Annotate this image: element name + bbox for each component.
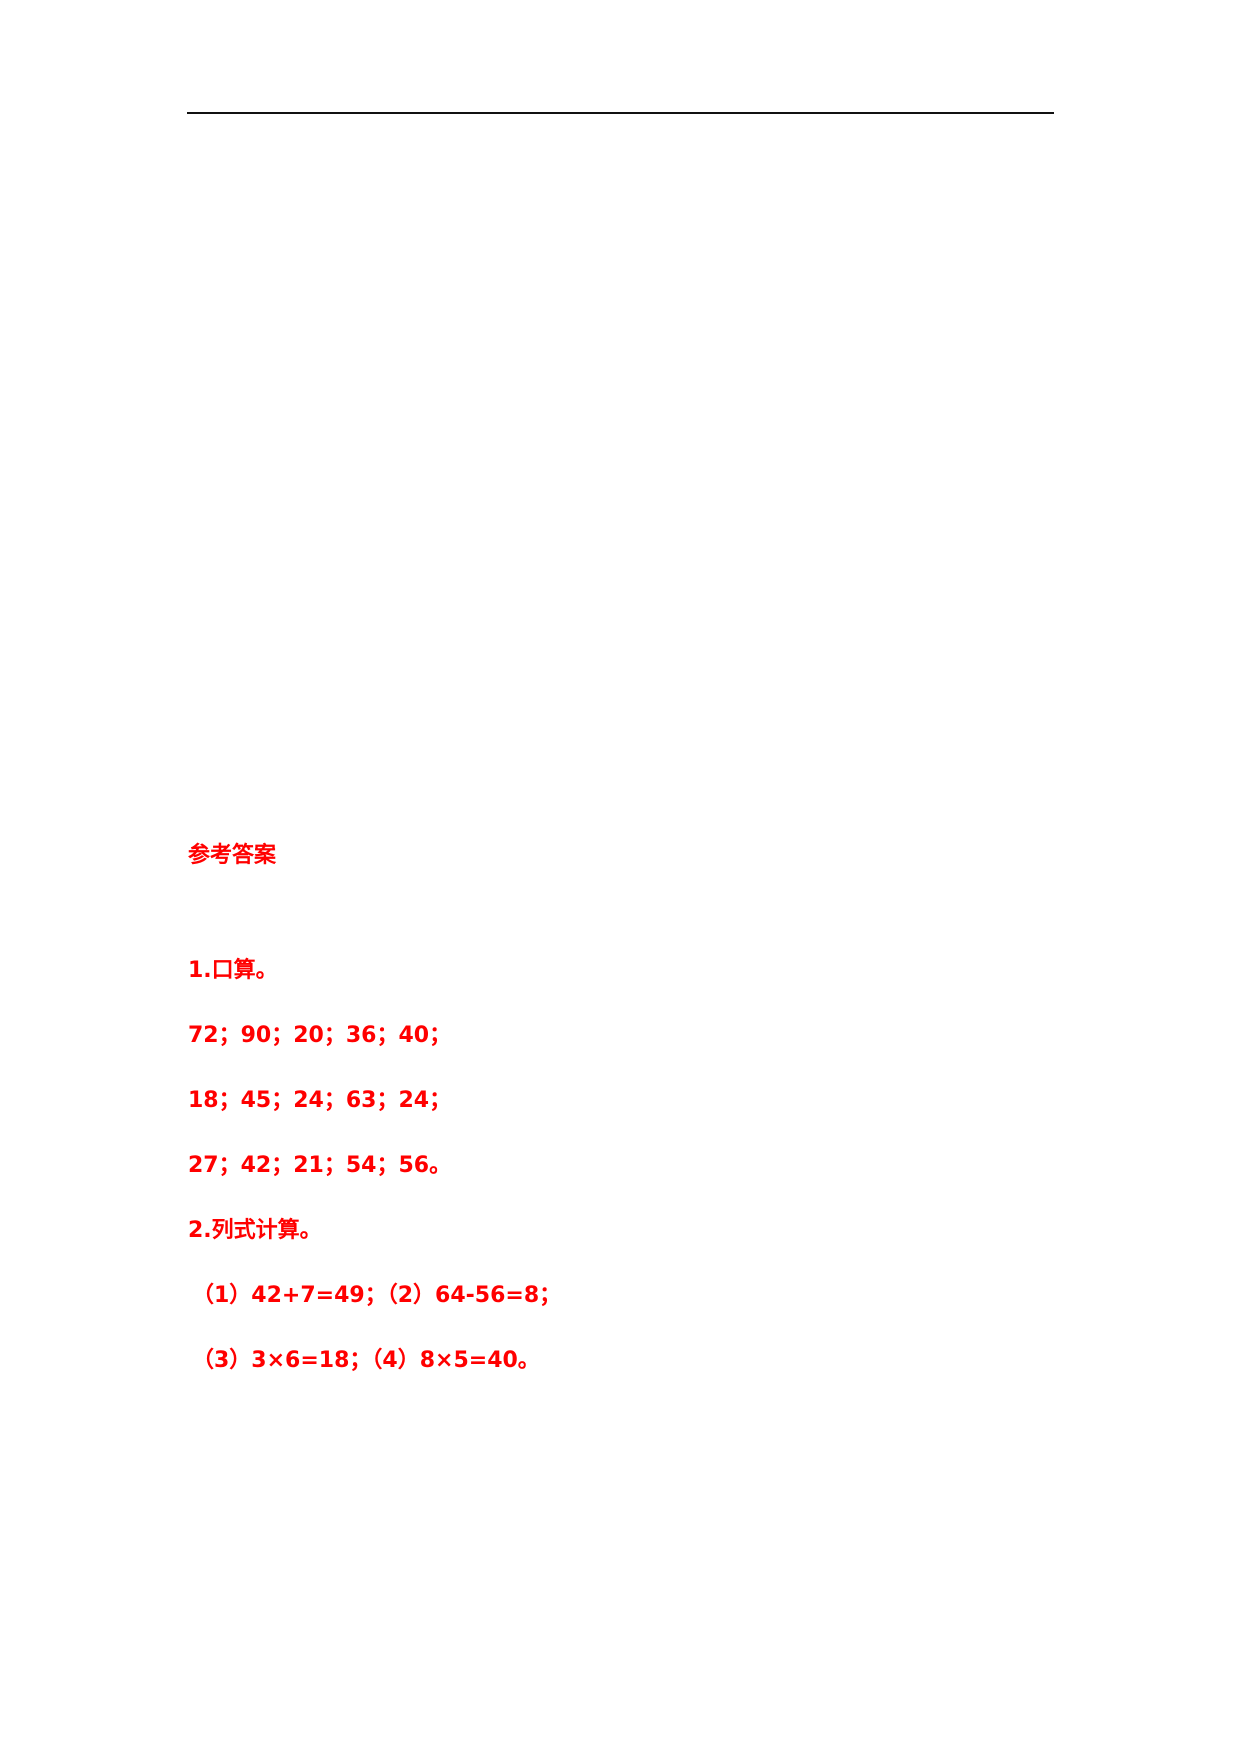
- section2-heading: 2.列式计算。: [188, 1218, 322, 1243]
- answers-title: 参考答案: [188, 843, 277, 868]
- section1-row: 72；90；20；36；40；: [188, 1023, 452, 1048]
- header-rule: [187, 112, 1054, 114]
- section2-row: （3）3×6=18；（4）8×5=40。: [192, 1348, 540, 1373]
- section1-row: 18；45；24；63；24；: [188, 1088, 452, 1113]
- section2-row: （1）42+7=49；（2）64-56=8；: [192, 1283, 562, 1308]
- section1-heading: 1.口算。: [188, 958, 278, 983]
- section1-row: 27；42；21；54；56。: [188, 1153, 452, 1178]
